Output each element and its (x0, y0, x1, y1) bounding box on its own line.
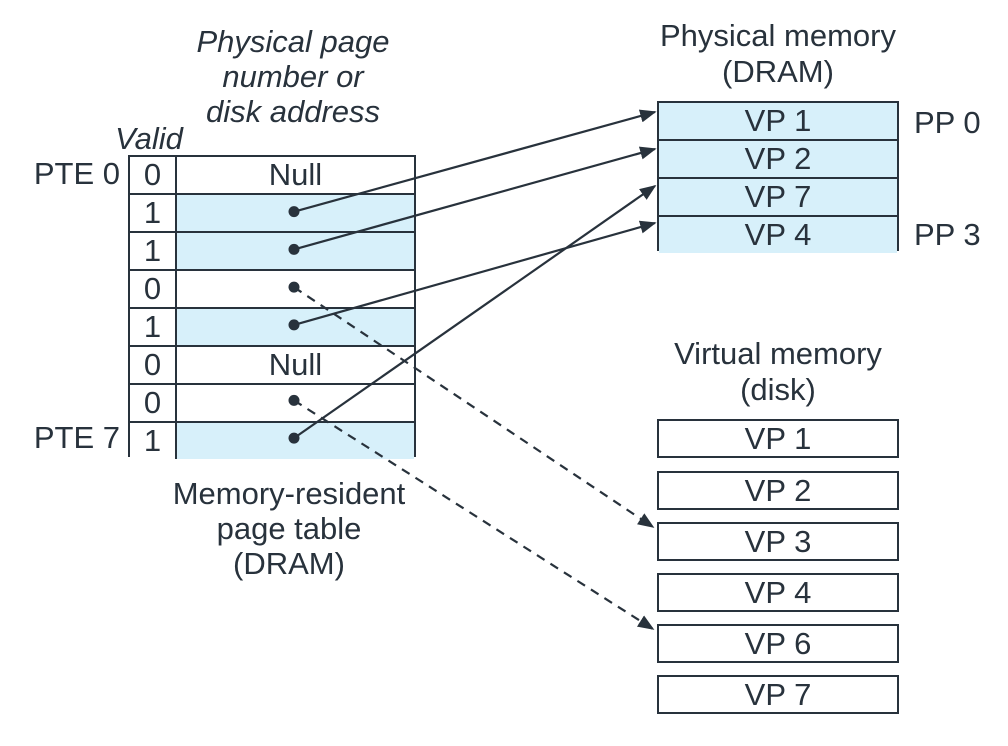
virtual-page-vp4: VP 4 (657, 573, 899, 612)
pte-row-4: 1 (130, 309, 414, 347)
pte-row-0: 0 Null (130, 157, 414, 195)
valid-bit-6: 0 (130, 385, 177, 421)
pte-value-2 (177, 233, 414, 269)
virtual-page-vp3: VP 3 (657, 522, 899, 561)
virtual-memory-title: Virtual memory (disk) (674, 336, 882, 407)
physical-page-slot-2: VP 7 (659, 179, 897, 217)
pte-row-6: 0 (130, 385, 414, 423)
valid-bit-3: 0 (130, 271, 177, 307)
pte-value-0: Null (268, 157, 323, 192)
pp0-label: PP 0 (914, 105, 981, 140)
pte-row-7: 1 (130, 423, 414, 459)
pte7-label: PTE 7 (33, 420, 120, 455)
valid-bit-7: 1 (130, 423, 177, 459)
valid-bit-2: 1 (130, 233, 177, 269)
virtual-page-vp1: VP 1 (657, 419, 899, 458)
virtual-page-vp6: VP 6 (657, 624, 899, 663)
pte-value-5: Null (268, 347, 323, 382)
valid-bit-5: 0 (130, 347, 177, 383)
valid-bit-0: 0 (130, 157, 177, 193)
page-table-column-title: Physical page number or disk address (196, 24, 390, 129)
pte-row-1: 1 (130, 195, 414, 233)
pte0-label: PTE 0 (33, 156, 120, 191)
page-table-caption: Memory-resident page table (DRAM) (172, 476, 406, 581)
pte-value-1 (177, 195, 414, 231)
pte-value-6 (177, 385, 414, 421)
physical-page-slot-1: VP 2 (659, 141, 897, 179)
pp3-label: PP 3 (914, 217, 981, 252)
pte-row-2: 1 (130, 233, 414, 271)
page-table: 0 Null 1 1 0 1 0 Null 0 1 (128, 155, 416, 459)
virtual-page-vp7: VP 7 (657, 675, 899, 714)
physical-memory-box: VP 1 VP 2 VP 7 VP 4 (657, 101, 899, 253)
valid-bit-1: 1 (130, 195, 177, 231)
pte-value-3 (177, 271, 414, 307)
physical-page-slot-0: VP 1 (659, 103, 897, 141)
pte-value-4 (177, 309, 414, 345)
valid-bit-4: 1 (130, 309, 177, 345)
pte-value-7 (177, 423, 414, 459)
valid-column-label: Valid (115, 121, 183, 156)
physical-page-slot-3: VP 4 (659, 217, 897, 253)
pte-row-3: 0 (130, 271, 414, 309)
pte-row-5: 0 Null (130, 347, 414, 385)
virtual-page-vp2: VP 2 (657, 471, 899, 510)
physical-memory-title: Physical memory (DRAM) (660, 18, 896, 89)
